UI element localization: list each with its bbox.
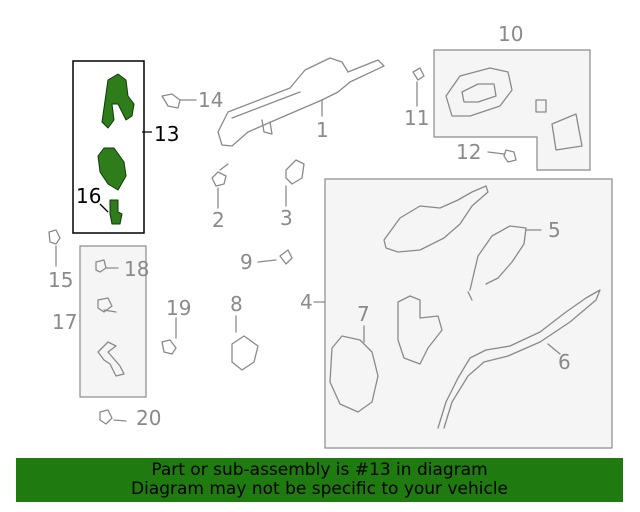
part-11-clip bbox=[412, 67, 425, 81]
part-3-clip bbox=[285, 159, 305, 185]
part-12-bolt bbox=[503, 149, 517, 163]
callout-7: 7 bbox=[357, 302, 370, 326]
group-box-17 bbox=[79, 245, 147, 398]
part-14-bolt bbox=[161, 93, 181, 109]
callout-4: 4 bbox=[300, 290, 313, 314]
callout-13: 13 bbox=[154, 122, 180, 146]
callout-17: 17 bbox=[52, 310, 78, 334]
callout-15: 15 bbox=[48, 268, 74, 292]
part-4-bracket bbox=[397, 295, 443, 365]
part-5-cable bbox=[467, 225, 527, 301]
callout-1: 1 bbox=[316, 118, 329, 142]
callout-3: 3 bbox=[280, 206, 293, 230]
part-10-bezel bbox=[445, 67, 513, 117]
callout-2: 2 bbox=[212, 208, 225, 232]
leader-13 bbox=[99, 131, 152, 213]
callout-5: 5 bbox=[548, 218, 561, 242]
info-banner-line-2: Diagram may not be specific to your vehi… bbox=[130, 479, 508, 499]
callout-10: 10 bbox=[498, 22, 524, 46]
part-17-lever bbox=[97, 341, 125, 377]
part-16-bolt bbox=[109, 199, 123, 225]
callout-9: 9 bbox=[240, 250, 253, 274]
part-10-pad bbox=[551, 113, 583, 151]
part-19-bolt bbox=[161, 339, 177, 355]
callout-19: 19 bbox=[166, 296, 192, 320]
part-7-latch bbox=[329, 335, 379, 413]
parts-diagram bbox=[48, 49, 613, 449]
callout-8: 8 bbox=[230, 292, 243, 316]
callout-20: 20 bbox=[136, 406, 162, 430]
callout-14: 14 bbox=[198, 88, 224, 112]
part-6-rod bbox=[437, 289, 601, 429]
part-8-cover bbox=[231, 335, 259, 371]
part-10-clip bbox=[535, 99, 547, 113]
callout-16: 16 bbox=[76, 184, 102, 208]
part-1-handle bbox=[217, 57, 385, 147]
part-4-lever bbox=[383, 185, 489, 253]
info-banner: Part or sub-assembly is #13 in diagram D… bbox=[16, 458, 623, 502]
part-2-bolt bbox=[211, 163, 229, 187]
callout-11: 11 bbox=[404, 106, 430, 130]
part-13-hinge bbox=[101, 73, 135, 129]
part-17-clip bbox=[97, 297, 117, 313]
group-box-10 bbox=[433, 49, 591, 171]
part-1-handle-stem bbox=[261, 119, 273, 135]
leader-lines bbox=[55, 81, 561, 422]
part-20-clip bbox=[99, 409, 113, 425]
callout-18: 18 bbox=[124, 257, 150, 281]
part-13-cover bbox=[97, 147, 127, 191]
part-18-bolt bbox=[95, 259, 107, 273]
part-15-clip bbox=[48, 229, 61, 245]
callout-6: 6 bbox=[558, 350, 571, 374]
callout-12: 12 bbox=[456, 140, 482, 164]
part-1-handle-line bbox=[231, 91, 301, 119]
info-banner-line-1: Part or sub-assembly is #13 in diagram bbox=[151, 460, 488, 480]
part-9-screw bbox=[279, 249, 293, 265]
